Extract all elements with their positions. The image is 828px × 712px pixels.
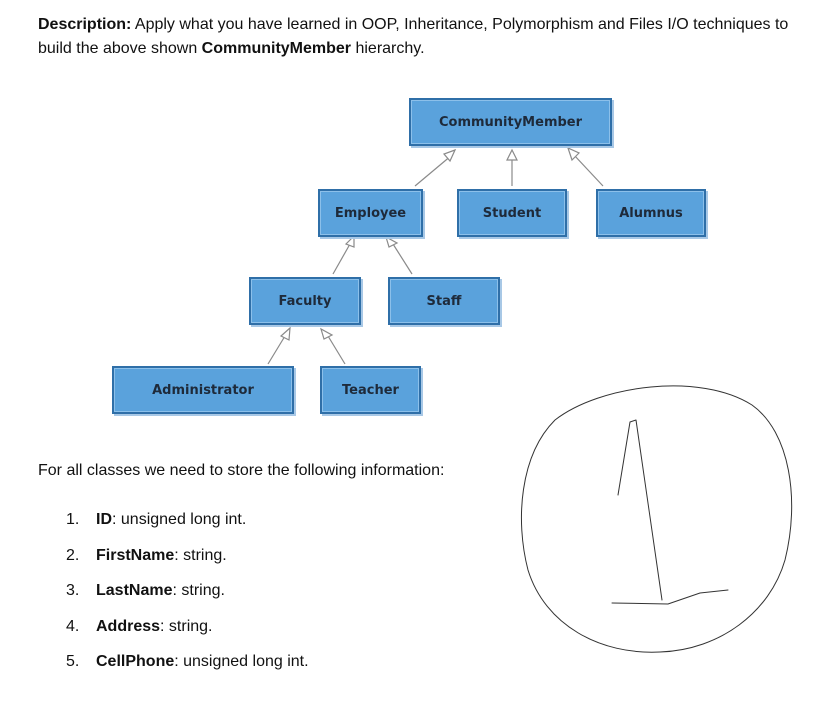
field-name: FirstName: [96, 546, 175, 564]
node-faculty: Faculty: [249, 277, 361, 325]
field-name: CellPhone: [96, 653, 175, 670]
field-name: ID: [96, 511, 112, 528]
field-type: : string.: [172, 582, 225, 599]
edge-teacher-faculty: [327, 335, 346, 365]
node-employee: Employee: [318, 189, 423, 237]
list-item: 1.ID: unsigned long int.: [66, 511, 247, 528]
edge-employee-communitymember: [414, 154, 453, 187]
field-type: : unsigned long int.: [112, 511, 247, 528]
description-label: Description:: [38, 16, 132, 33]
arrowhead-student: [506, 148, 518, 161]
arrowhead-employee: [442, 148, 457, 163]
edge-staff-employee: [392, 243, 413, 275]
field-name: LastName: [96, 582, 173, 599]
list-item: 4.Address: string.: [66, 617, 213, 635]
info-intro: For all classes we need to store the fol…: [38, 462, 445, 479]
list-item: 2.FirstName: string.: [66, 546, 227, 564]
description-text-1: Apply what you have learned in OOP, Inhe…: [38, 16, 789, 57]
arrowhead-staff: [385, 235, 399, 248]
arrowhead-faculty: [344, 234, 355, 248]
description-text-2: hierarchy.: [351, 40, 425, 57]
field-type: : string.: [160, 617, 213, 635]
node-teacher: Teacher: [320, 366, 421, 414]
description-paragraph: Description: Apply what you have learned…: [38, 13, 798, 61]
arrowhead-alumnus: [566, 146, 581, 162]
list-item: 3.LastName: string.: [66, 582, 225, 599]
node-administrator: Administrator: [112, 366, 294, 414]
field-name: Address: [96, 617, 161, 635]
field-list: 1.ID: unsigned long int. 2.FirstName: st…: [66, 508, 309, 686]
arrowhead-teacher: [320, 327, 334, 340]
description-class-name: CommunityMember: [201, 40, 352, 57]
edge-alumnus-communitymember: [573, 154, 604, 187]
field-type: : string.: [174, 546, 227, 564]
edge-administrator-faculty: [267, 335, 286, 365]
edge-faculty-employee: [332, 243, 351, 275]
list-item: 5.CellPhone: unsigned long int.: [66, 653, 309, 670]
node-alumnus: Alumnus: [596, 189, 706, 237]
node-communitymember: CommunityMember: [409, 98, 612, 146]
field-type: : unsigned long int.: [174, 653, 309, 670]
arrowhead-administrator: [279, 326, 291, 341]
node-student: Student: [457, 189, 567, 237]
node-staff: Staff: [388, 277, 500, 325]
